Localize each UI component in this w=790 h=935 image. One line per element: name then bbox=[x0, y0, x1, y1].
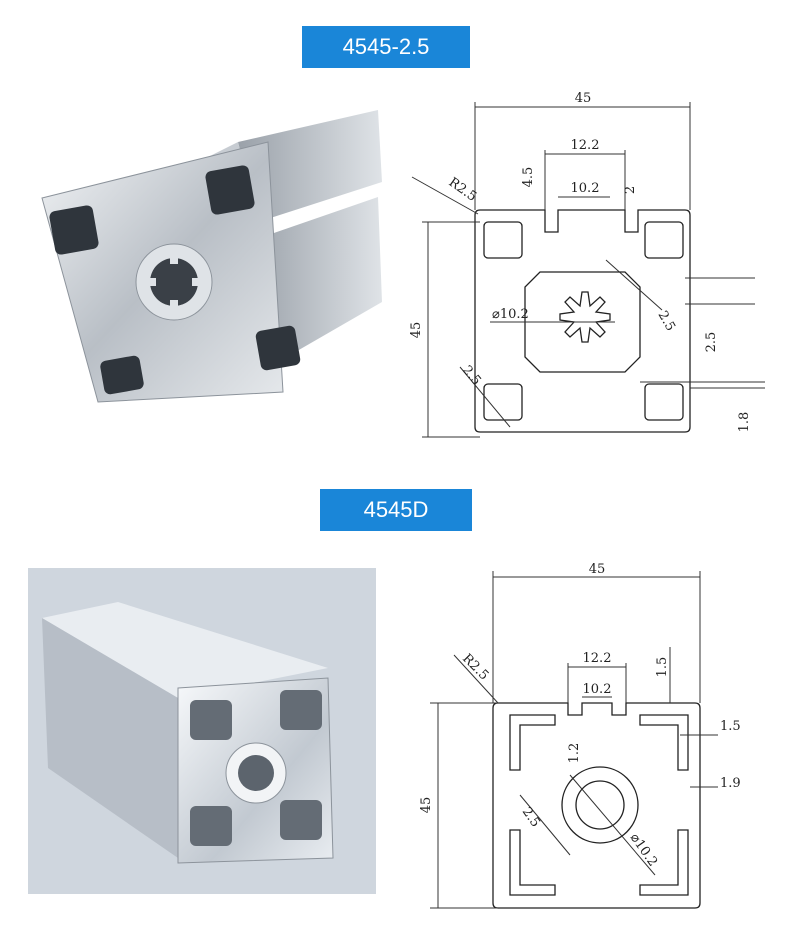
section-title-badge: 4545D bbox=[320, 489, 472, 531]
dim-slot-inner: 10.2 bbox=[583, 682, 612, 697]
dim-bore: ⌀10.2 bbox=[492, 307, 529, 322]
dim-width: 45 bbox=[589, 562, 606, 577]
dim-height: 45 bbox=[409, 322, 424, 339]
dim-lip: 2 bbox=[623, 186, 638, 194]
dim-lip-side-b: 1.9 bbox=[720, 776, 741, 791]
dim-core: 1.2 bbox=[567, 743, 582, 764]
dim-wall-b: 1.8 bbox=[737, 412, 752, 433]
profile-diagram: 45 12.2 10.2 4.5 2 R2.5 45 ⌀10.2 2.5 2.5… bbox=[409, 91, 765, 438]
dim-width: 45 bbox=[575, 91, 592, 106]
section-title: 4545-2.5 bbox=[342, 34, 430, 59]
dim-slot-inner: 10.2 bbox=[571, 181, 600, 196]
dim-lip-top: 1.5 bbox=[655, 657, 670, 678]
section-title: 4545D bbox=[363, 497, 429, 522]
dim-height: 45 bbox=[419, 797, 434, 814]
dim-slot-outer: 12.2 bbox=[583, 651, 612, 666]
dim-corner-radius: R2.5 bbox=[446, 175, 480, 205]
dim-slot-outer: 12.2 bbox=[571, 138, 600, 153]
profile-photo bbox=[41, 110, 382, 403]
dim-lip-side: 1.5 bbox=[720, 719, 741, 734]
section-title-badge: 4545-2.5 bbox=[302, 26, 470, 68]
dim-lip-depth: 4.5 bbox=[521, 167, 536, 188]
profile-diagram: 45 12.2 10.2 1.5 1.5 1.9 R2.5 45 1.2 2.5… bbox=[419, 562, 741, 909]
dim-wall-a: 2.5 bbox=[704, 332, 719, 353]
profile-photo bbox=[28, 568, 376, 894]
